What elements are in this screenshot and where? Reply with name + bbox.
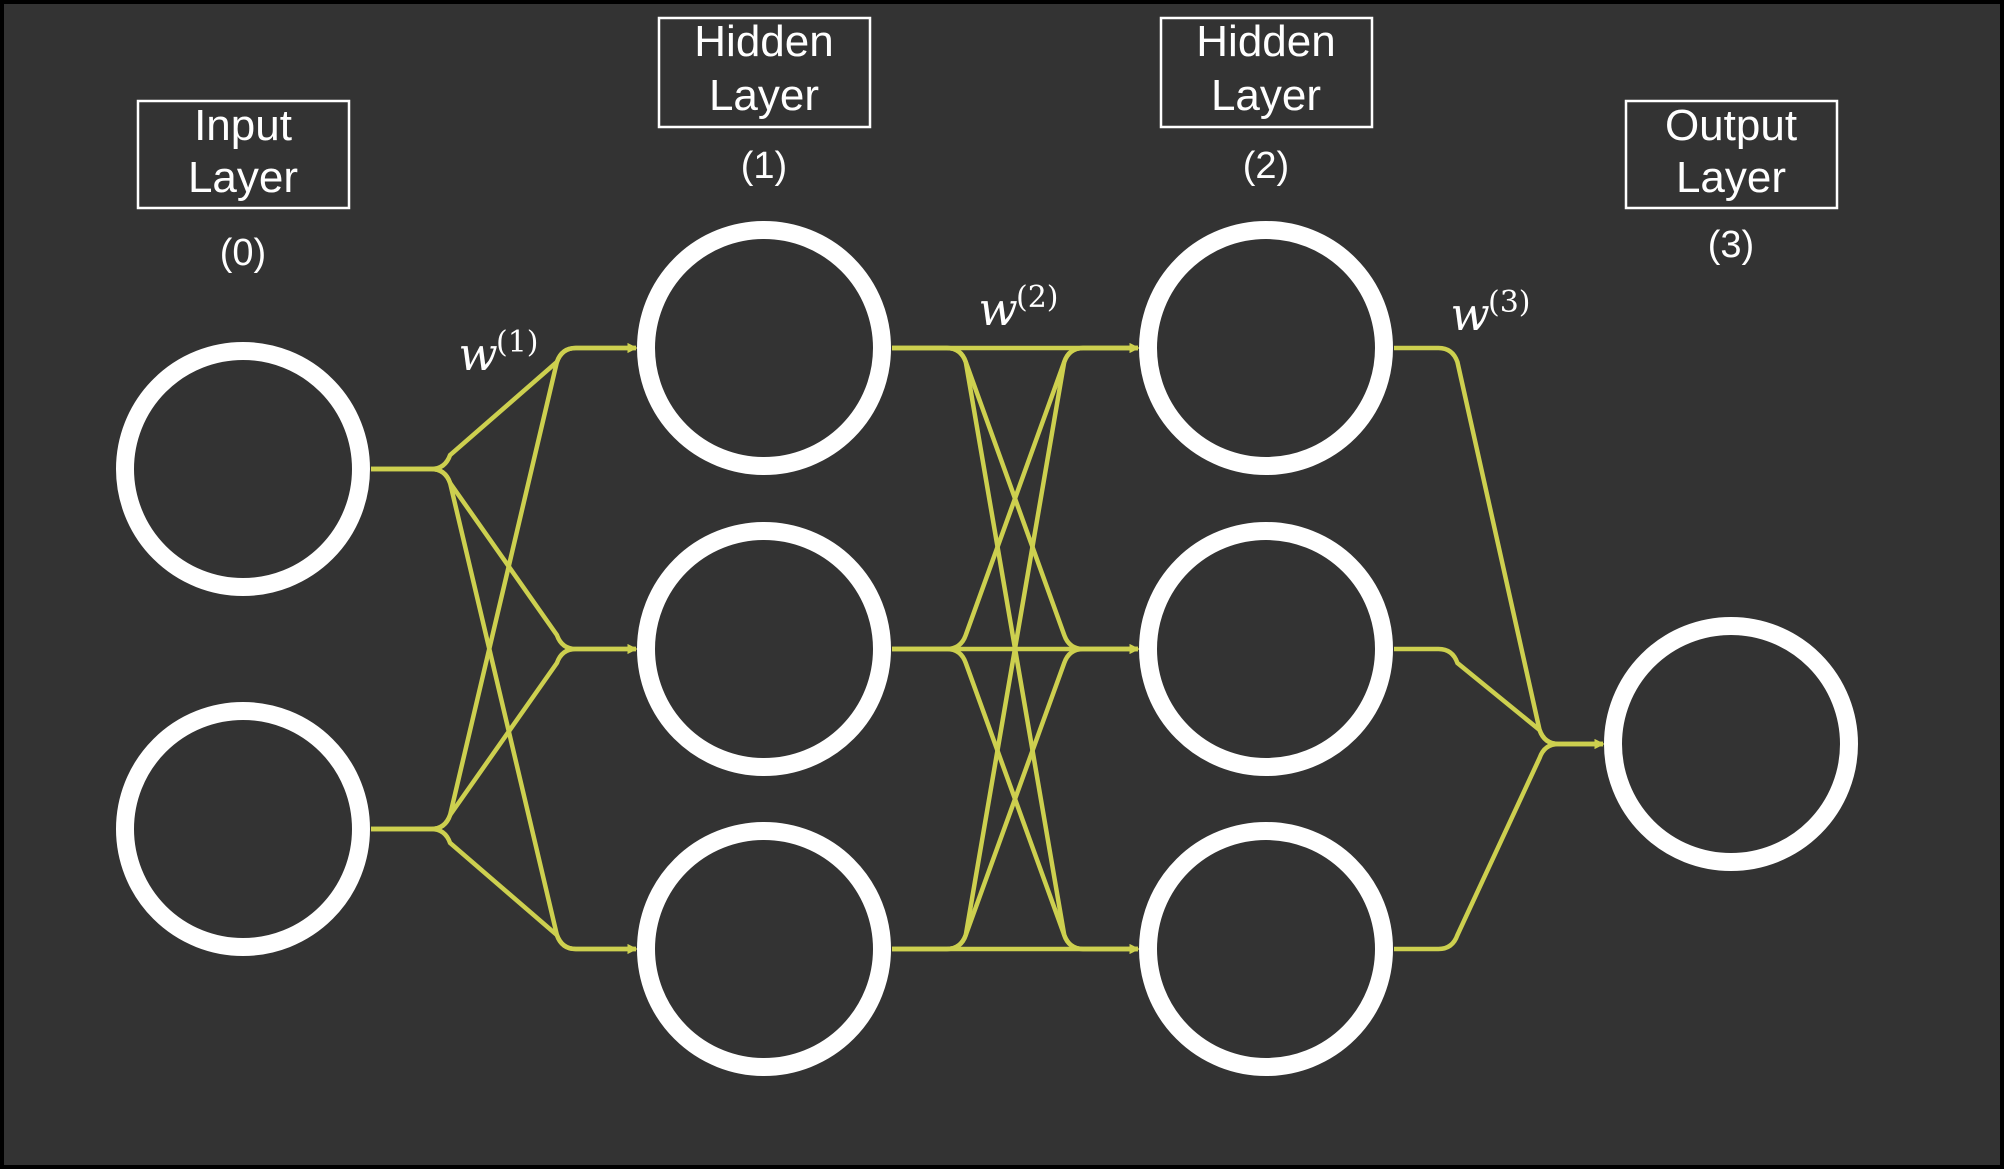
weight-superscript: (2) [1016,280,1059,315]
layer-label-input: Input Layer (0) [136,99,351,274]
neuron-output-1 [1604,617,1858,871]
neuron-input-1 [116,342,370,596]
layer-label-box [1159,16,1374,129]
weight-symbol: w [1450,287,1489,341]
layer-title-line1: Output [1665,101,1797,150]
neuron-input-2 [116,702,370,956]
weight-superscript: (1) [496,325,539,360]
layer-label-box [136,99,351,210]
layer-title-line1: Hidden [1196,17,1335,66]
weight-label-w1: w (1) [458,325,538,381]
layer-label-box [1624,99,1839,210]
layer-label-output: Output Layer (3) [1624,99,1839,266]
layer-index: (3) [1708,224,1754,266]
weight-symbol: w [978,282,1017,336]
weight-superscript: (3) [1488,285,1531,320]
neuron-hidden-1-1 [637,221,891,475]
layer-title-line2: Layer [1676,153,1786,202]
connection-edges [371,343,1605,954]
neuron-hidden-2-1 [1139,221,1393,475]
neuron-hidden-1-2 [637,522,891,776]
neuron-hidden-1-3 [637,822,891,1076]
layer-index: (0) [220,232,266,274]
layer-title-line2: Layer [709,71,819,120]
layer-label-box [657,16,872,129]
layer-title-line2: Layer [188,153,298,202]
edge-input-2-to-hidden-1-3 [371,826,638,954]
weight-label-w3: w (3) [1450,285,1530,341]
neurons-group [116,221,1858,1076]
layer-title-line1: Hidden [694,17,833,66]
weight-symbol: w [458,327,497,381]
neuron-hidden-2-2 [1139,522,1393,776]
layer-title-line2: Layer [1211,71,1321,120]
edge-hidden-2-3-to-output-1 [1394,739,1605,952]
neuron-hidden-2-3 [1139,822,1393,1076]
layer-title-line1: Input [194,101,292,150]
layer-index: (1) [741,145,787,187]
layer-index: (2) [1243,145,1289,187]
layer-label-hidden-1: Hidden Layer (1) [657,16,872,187]
weight-label-w2: w (2) [978,280,1058,336]
layer-label-hidden-2: Hidden Layer (2) [1159,16,1374,187]
